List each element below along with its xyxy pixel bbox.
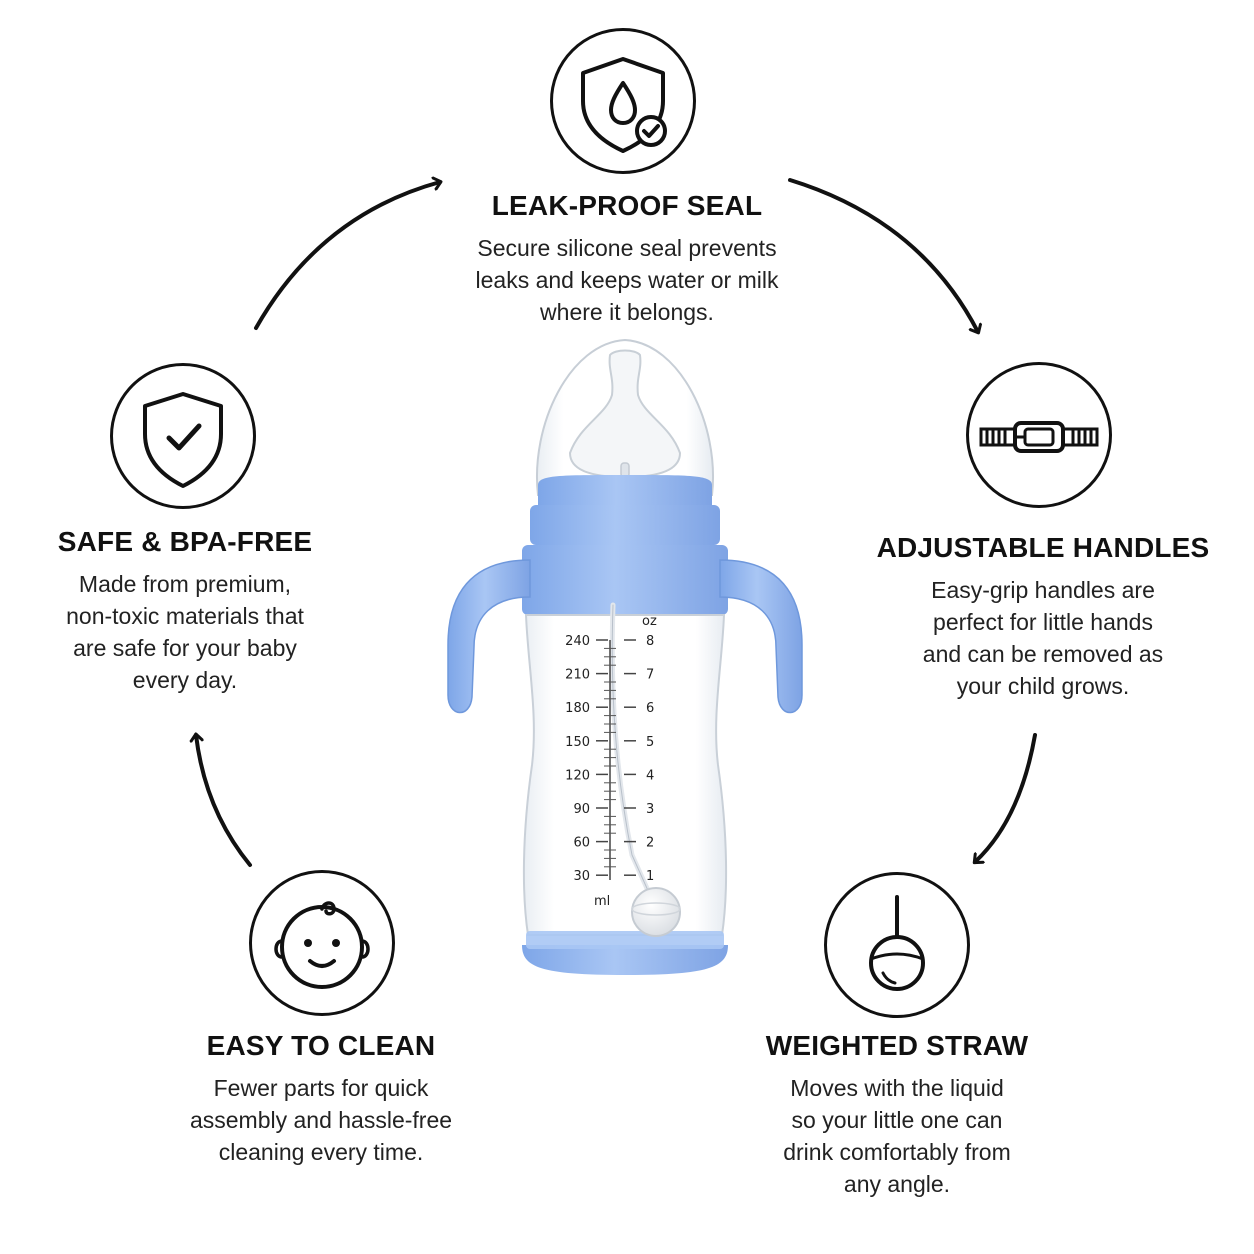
description-line: Easy-grip handles are bbox=[931, 577, 1155, 603]
feature-description: Moves with the liquid so your little one… bbox=[742, 1072, 1052, 1200]
graduation-scale: 240 8 210 7 180 6 150 5 120 4 90 3 60 2 30 1 oz ml bbox=[565, 614, 657, 909]
ml-mark-label: 90 bbox=[573, 802, 590, 817]
feature-title: SAFE & BPA-FREE bbox=[57, 526, 313, 557]
handle-ring bbox=[522, 545, 728, 615]
baby-bottle-illustration: 240 8 210 7 180 6 150 5 120 4 90 3 60 2 30 1 oz ml bbox=[447, 338, 803, 975]
feature-clean: EASY TO CLEAN Fewer parts for quick asse… bbox=[166, 1030, 476, 1168]
ml-mark-label: 30 bbox=[573, 869, 590, 884]
bottle-base-top bbox=[526, 931, 724, 949]
ml-mark-label: 240 bbox=[565, 634, 590, 649]
ml-mark-label: 210 bbox=[565, 668, 590, 683]
feature-leak-proof: LEAK-PROOF SEAL Secure silicone seal pre… bbox=[427, 190, 827, 328]
clean-icon-circle bbox=[249, 870, 395, 1016]
ml-unit-label: ml bbox=[594, 894, 610, 909]
description-line: cleaning every time. bbox=[218, 1139, 424, 1165]
feature-straw: WEIGHTED STRAW Moves with the liquid so … bbox=[742, 1030, 1052, 1200]
arrow-clean-to-safe bbox=[196, 735, 252, 867]
description-line: leaks and keeps water or milk bbox=[475, 267, 779, 293]
weighted-ball-straw-icon bbox=[869, 895, 925, 991]
bottle-collar bbox=[538, 475, 712, 507]
leak-proof-icon-circle bbox=[550, 28, 696, 174]
feature-title: ADJUSTABLE HANDLES bbox=[876, 532, 1210, 563]
description-line: drink comfortably from bbox=[783, 1139, 1011, 1165]
weighted-ball bbox=[631, 887, 681, 937]
oz-mark-label: 3 bbox=[646, 802, 654, 817]
description-line: perfect for little hands bbox=[933, 609, 1153, 635]
left-handle bbox=[447, 559, 531, 714]
bottle-base bbox=[522, 945, 728, 975]
shield-check-icon bbox=[143, 392, 223, 488]
bottle-collar-ring bbox=[530, 505, 720, 545]
arrow-handles-to-straw bbox=[975, 733, 1037, 862]
oz-mark-label: 4 bbox=[646, 768, 654, 783]
handles-icon-circle bbox=[966, 362, 1112, 508]
arrow-leak-to-handles bbox=[788, 178, 978, 332]
feature-title: WEIGHTED STRAW bbox=[765, 1030, 1029, 1061]
description-line: non-toxic materials that bbox=[66, 603, 304, 629]
description-line: Made from premium, bbox=[78, 571, 292, 597]
oz-mark-label: 5 bbox=[646, 735, 654, 750]
shield-water-drop-check-icon bbox=[581, 57, 667, 153]
feature-title: EASY TO CLEAN bbox=[206, 1030, 436, 1061]
ml-mark-label: 60 bbox=[573, 836, 590, 851]
ml-mark-label: 150 bbox=[565, 735, 590, 750]
description-line: Fewer parts for quick bbox=[213, 1075, 429, 1101]
oz-unit-label: oz bbox=[642, 614, 657, 629]
description-line: where it belongs. bbox=[540, 299, 714, 325]
feature-safe: SAFE & BPA-FREE Made from premium, non-t… bbox=[30, 526, 340, 696]
description-line: Moves with the liquid bbox=[790, 1075, 1004, 1101]
oz-mark-label: 8 bbox=[646, 634, 654, 649]
description-line: your child grows. bbox=[956, 673, 1130, 699]
description-line: are safe for your baby bbox=[73, 635, 297, 661]
bottle-nipple bbox=[568, 349, 682, 479]
arrow-safe-to-leak bbox=[254, 182, 440, 330]
feature-description: Easy-grip handles are perfect for little… bbox=[868, 574, 1218, 702]
right-handle bbox=[719, 559, 803, 714]
feature-description: Secure silicone seal prevents leaks and … bbox=[427, 232, 827, 328]
feature-title: LEAK-PROOF SEAL bbox=[491, 190, 763, 221]
ml-mark-label: 120 bbox=[565, 768, 590, 783]
oz-mark-label: 7 bbox=[646, 668, 654, 683]
oz-mark-label: 6 bbox=[646, 701, 654, 716]
nipple-vent bbox=[620, 462, 630, 478]
description-line: any angle. bbox=[843, 1171, 951, 1197]
description-line: and can be removed as bbox=[922, 641, 1164, 667]
ml-mark-label: 180 bbox=[565, 701, 590, 716]
buckle-strap-icon bbox=[979, 421, 1099, 453]
oz-mark-label: 1 bbox=[646, 869, 654, 884]
description-line: assembly and hassle-free bbox=[189, 1107, 453, 1133]
feature-description: Fewer parts for quick assembly and hassl… bbox=[166, 1072, 476, 1168]
feature-handles: ADJUSTABLE HANDLES Easy-grip handles are… bbox=[868, 532, 1218, 702]
straw-icon-circle bbox=[824, 872, 970, 1018]
baby-face-icon bbox=[274, 901, 370, 989]
feature-description: Made from premium, non-toxic materials t… bbox=[30, 568, 340, 696]
description-line: Secure silicone seal prevents bbox=[477, 235, 777, 261]
description-line: so your little one can bbox=[791, 1107, 1003, 1133]
oz-mark-label: 2 bbox=[646, 836, 654, 851]
safe-icon-circle bbox=[110, 363, 256, 509]
description-line: every day. bbox=[132, 667, 238, 693]
